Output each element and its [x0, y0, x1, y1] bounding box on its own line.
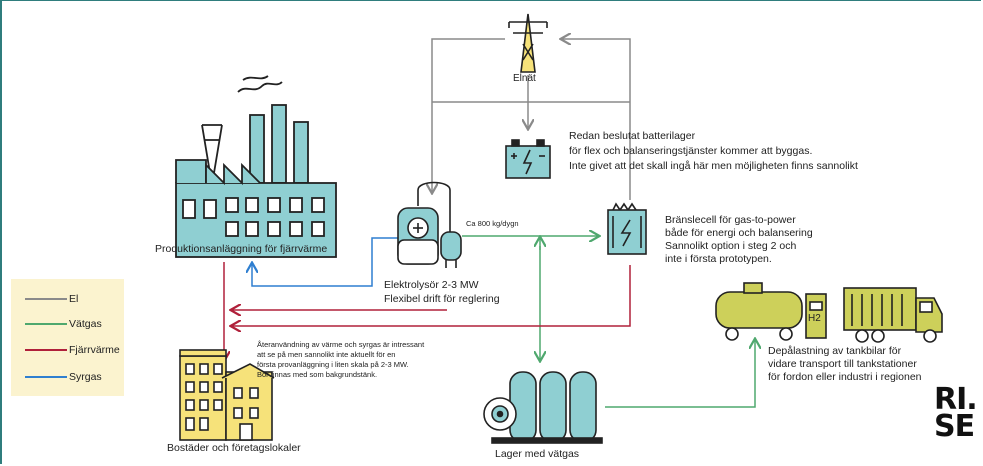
grid-label: Elnät [513, 73, 536, 84]
legend-item-vatgas: Vätgas [25, 317, 120, 331]
storage-label: Lager med vätgas [495, 448, 580, 460]
fuelcell-label-line4: inte i första prototypen. [665, 253, 772, 265]
depot-label-line2: vidare transport till tankstationer [768, 358, 917, 370]
factory-icon [175, 75, 337, 258]
electrolyser-label-line2: Flexibel drift för reglering [384, 293, 500, 305]
legend-swatch-syrgas [25, 376, 67, 378]
fuel-cell-icon [607, 202, 647, 255]
logo-line1: RI. [934, 382, 978, 417]
h2-sign: H2 [808, 313, 821, 324]
legend-item-syrgas: Syrgas [25, 370, 120, 384]
battery-label-line1: Redan beslutat batterilager [569, 130, 696, 142]
depot-label-line3: för fordon eller industri i regionen [768, 371, 922, 383]
legend-label-el: El [69, 293, 79, 305]
storage-to-depot-arrow [605, 340, 755, 408]
hydrogen-storage-icon [483, 371, 603, 444]
legend-swatch-fjarrvarme [25, 349, 67, 351]
legend-label-fjarrvarme: Fjärrvärme [69, 344, 120, 356]
legend-label-vatgas: Vätgas [69, 318, 102, 330]
fuelcell-label-line1: Bränslecell för gas-to-power [665, 214, 796, 226]
housing-label: Bostäder och företagslokaler [167, 442, 301, 454]
fuelcell-label-line3: Sannolikt option i steg 2 och [665, 240, 797, 252]
reuse-note-line1: Återanvändning av värme och syrgas är in… [257, 340, 425, 349]
reuse-note-line2: att se på men sannolikt inte aktuellt fö… [257, 350, 396, 359]
legend-swatch-el [25, 298, 67, 300]
electricity-flows [432, 38, 631, 200]
grid-to-electrolyser-arrow [432, 38, 505, 192]
fuelcell-to-grid-arrow [562, 39, 631, 200]
plant-label: Produktionsanläggning för fjärrvärme [155, 243, 328, 255]
flow-rate-label: Ca 800 kg/dygn [466, 219, 519, 228]
logo-line2: SE [934, 409, 975, 444]
buildings-icon [179, 349, 275, 441]
oxygen-to-plant-arrow [252, 237, 398, 287]
rise-logo: RI. SE [934, 382, 978, 444]
legend-item-el: El [25, 292, 120, 306]
oxygen-flows [252, 237, 398, 287]
electrolyser-icon [397, 181, 462, 268]
tanker-truck-icon [715, 282, 943, 343]
legend-swatch-vatgas [25, 323, 67, 325]
legend: El Vätgas Fjärrvärme Syrgas [11, 279, 124, 396]
depot-label-line1: Depålastning av tankbilar för [768, 345, 902, 357]
power-tower-icon [508, 13, 548, 73]
district-heat-flows [224, 262, 631, 360]
legend-item-fjarrvarme: Fjärrvärme [25, 343, 120, 357]
fuelcell-label-line2: både för energi och balansering [665, 227, 813, 239]
hydrogen-flows [462, 236, 755, 408]
battery-label-line2: för flex och balanseringstjänster kommer… [569, 145, 813, 157]
battery-label-line3: Inte givet att det skall ingå här men mö… [569, 160, 858, 172]
electrolyser-label-line1: Elektrolysör 2-3 MW [384, 279, 479, 291]
battery-icon [505, 139, 551, 179]
legend-label-syrgas: Syrgas [69, 371, 102, 383]
reuse-note-line4: Bör finnas med som bakgrundstänk. [257, 370, 378, 379]
reuse-note-line3: första provanläggning i liten skala på 2… [257, 360, 409, 369]
fuelcell-heat-arrow [232, 265, 631, 326]
